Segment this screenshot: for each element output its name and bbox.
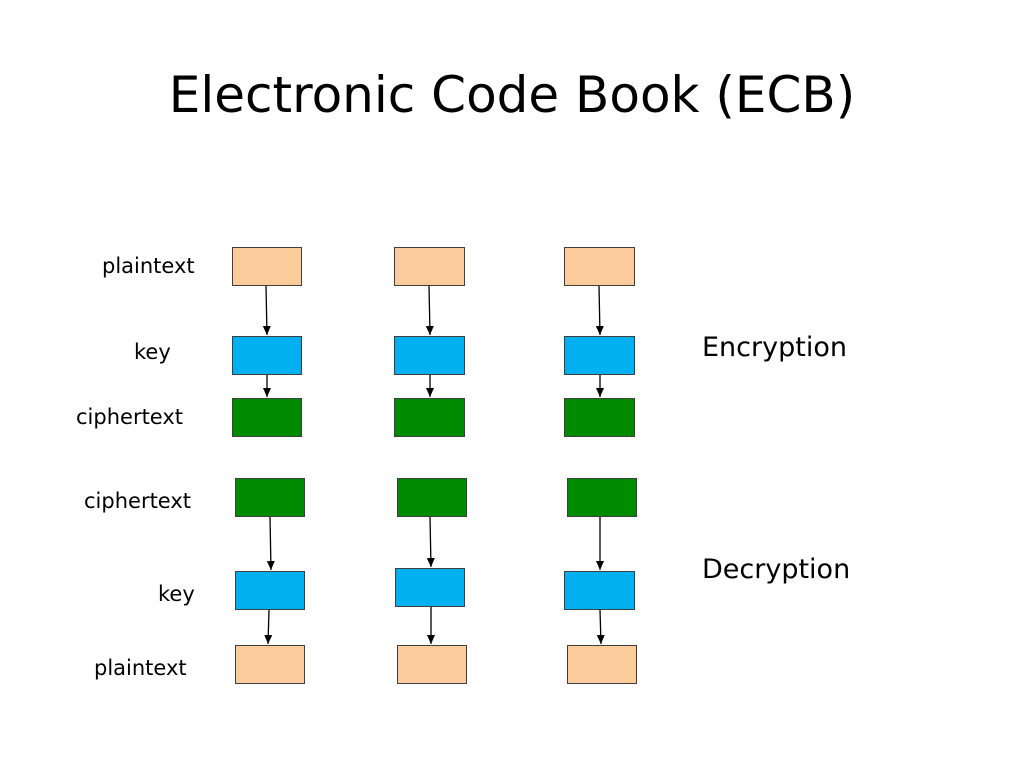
enc-plaintext-block-2 bbox=[394, 247, 465, 286]
enc-arrow-plain-to-key-1 bbox=[262, 285, 271, 336]
dec-ciphertext-block-2 bbox=[397, 478, 467, 517]
dec-key-block-1 bbox=[235, 571, 305, 610]
decryption-label: Decryption bbox=[702, 554, 851, 585]
enc-key-block-1 bbox=[232, 336, 302, 375]
dec-key-block-3 bbox=[564, 571, 635, 610]
dec-arrow-cipher-to-key-1 bbox=[266, 516, 275, 571]
dec-ciphertext-block-1 bbox=[235, 478, 305, 517]
dec-plaintext-label: plaintext bbox=[94, 656, 187, 680]
enc-plaintext-label: plaintext bbox=[102, 254, 195, 278]
enc-arrow-plain-to-key-3 bbox=[595, 285, 604, 336]
enc-arrow-plain-to-key-2 bbox=[425, 285, 434, 336]
enc-plaintext-block-3 bbox=[564, 247, 635, 286]
enc-ciphertext-block-1 bbox=[232, 398, 302, 437]
dec-plaintext-block-3 bbox=[567, 645, 637, 684]
enc-key-block-3 bbox=[564, 336, 635, 375]
enc-key-block-2 bbox=[394, 336, 465, 375]
enc-ciphertext-block-2 bbox=[394, 398, 465, 437]
enc-key-label: key bbox=[134, 340, 171, 364]
dec-ciphertext-label: ciphertext bbox=[84, 489, 192, 513]
dec-arrow-key-to-plain-1 bbox=[264, 609, 273, 645]
encryption-label: Encryption bbox=[702, 332, 847, 363]
enc-ciphertext-block-3 bbox=[564, 398, 635, 437]
enc-ciphertext-label: ciphertext bbox=[76, 405, 184, 429]
dec-plaintext-block-2 bbox=[397, 645, 467, 684]
dec-arrow-key-to-plain-3 bbox=[596, 609, 605, 645]
dec-arrow-cipher-to-key-2 bbox=[426, 516, 435, 568]
dec-plaintext-block-1 bbox=[235, 645, 305, 684]
dec-key-label: key bbox=[158, 582, 195, 606]
slide-title: Electronic Code Book (ECB) bbox=[168, 66, 856, 124]
dec-key-block-2 bbox=[395, 568, 465, 607]
dec-ciphertext-block-3 bbox=[567, 478, 637, 517]
enc-plaintext-block-1 bbox=[232, 247, 302, 286]
